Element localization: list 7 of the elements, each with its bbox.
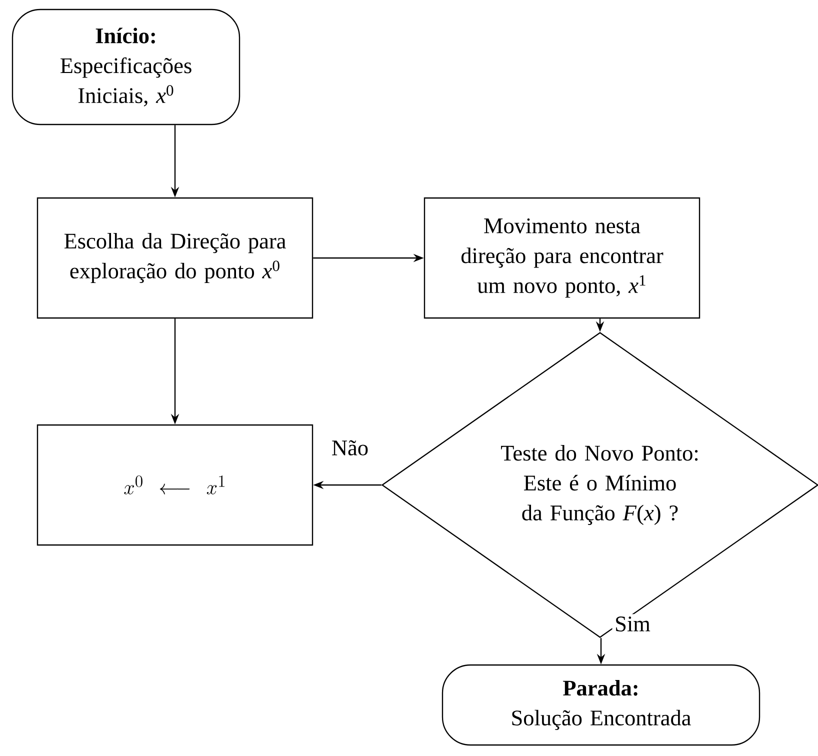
process-box: Movimento nesta direção para encontrar um novo ponto, x$^{1}$ [424, 197, 700, 319]
terminal-box: Parada: Solução Encontrada [442, 664, 760, 746]
edge-label: Não [329, 438, 371, 458]
terminal-box: Início: Especificações Iniciais, x$^{0}$ [12, 8, 240, 126]
process-box: Escolha da Direção para exploração do ponto x$^{0}$ [36, 197, 314, 319]
process-box: $x^0 \longleftarrow x^1$ [36, 424, 314, 546]
edge-label: Sim [612, 614, 653, 634]
